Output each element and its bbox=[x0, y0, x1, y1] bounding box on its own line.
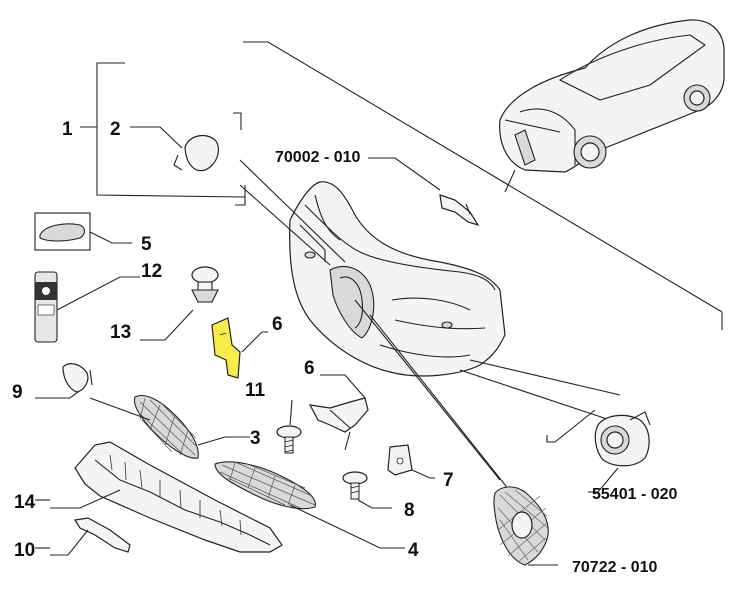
callout-3: 3 bbox=[250, 428, 261, 449]
callout-leader-stubs bbox=[35, 126, 97, 549]
callout-1: 1 bbox=[62, 119, 73, 140]
cap-part-9 bbox=[35, 363, 89, 399]
nutclip-part-7 bbox=[387, 444, 435, 479]
grille-70722-010 bbox=[493, 486, 558, 566]
callout-labels: 1 2 3 4 5 6 6 7 8 9 10 11 12 13 14 70002… bbox=[12, 119, 678, 576]
part-ref-55401-020: 55401 - 020 bbox=[592, 486, 678, 503]
callout-4: 4 bbox=[408, 540, 419, 561]
callout-7: 7 bbox=[443, 470, 454, 491]
callout-5: 5 bbox=[141, 234, 152, 255]
callout-13: 13 bbox=[110, 322, 131, 343]
bracket-70002-010 bbox=[439, 194, 480, 227]
grille-part-3 bbox=[89, 395, 250, 459]
leader-lines bbox=[89, 157, 621, 511]
cap-part-2 bbox=[130, 126, 219, 172]
callout-6-highlighted: 6 bbox=[272, 314, 283, 335]
bracket-part-6-highlighted bbox=[211, 317, 268, 379]
callout-12: 12 bbox=[141, 261, 162, 282]
callout-6-second: 6 bbox=[304, 358, 315, 379]
pushpin-part-13 bbox=[140, 266, 219, 341]
callout-11: 11 bbox=[245, 380, 266, 401]
clip-part-5 bbox=[34, 212, 132, 251]
callout-8: 8 bbox=[404, 500, 415, 521]
part-ref-70722-010: 70722 - 010 bbox=[572, 559, 658, 576]
front-bumper-part bbox=[289, 181, 506, 377]
screw-part-11 bbox=[276, 399, 302, 454]
callout-14: 14 bbox=[14, 492, 36, 513]
car-illustration bbox=[499, 19, 725, 193]
assembly-bracket-lines bbox=[96, 41, 723, 330]
bolt-part-8 bbox=[342, 471, 392, 509]
support-part-14 bbox=[50, 441, 283, 553]
part-ref-70002-010: 70002 - 010 bbox=[275, 149, 361, 166]
callout-10: 10 bbox=[14, 540, 35, 561]
bracket-part-6-second bbox=[308, 374, 369, 451]
callout-2: 2 bbox=[110, 119, 121, 140]
deflector-part-10 bbox=[50, 517, 131, 556]
foglamp-55401-020 bbox=[588, 411, 651, 493]
callout-9: 9 bbox=[12, 382, 23, 403]
can-part-12 bbox=[34, 271, 140, 343]
grille-part-4 bbox=[214, 461, 405, 549]
